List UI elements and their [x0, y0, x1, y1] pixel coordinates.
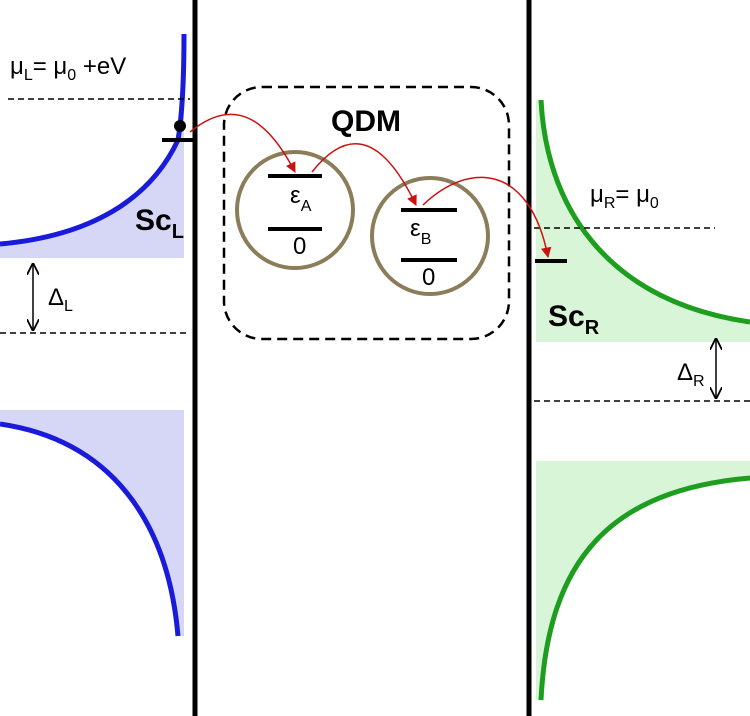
tunnel-arrow-lead-to-a [189, 113, 296, 173]
left-chemical-potential-label: μL= μ0 +eV [10, 53, 126, 84]
left-superconductor [0, 33, 187, 637]
qdm-label: QDM [331, 105, 401, 138]
dot-b: εB 0 [370, 176, 490, 296]
right-upper-dos-curve [538, 99, 750, 325]
electron-dot [174, 120, 186, 132]
tunnel-arrow-b-to-lead [422, 176, 552, 259]
right-upper-dos-fill [536, 100, 750, 342]
left-upper-dos-fill [0, 34, 184, 258]
right-superconductor [536, 99, 750, 701]
left-superconductor-label: ScL [135, 204, 184, 243]
dot-a: εA 0 [235, 150, 355, 270]
dot-b-level-label: εB [410, 215, 431, 248]
dot-a-level-label: εA [290, 182, 312, 215]
dot-b-circle [370, 176, 490, 296]
left-gap-label: ΔL [48, 284, 73, 315]
right-gap-label: ΔR [677, 359, 705, 390]
right-lower-dos-curve [538, 475, 750, 701]
dot-a-circle [235, 150, 355, 270]
right-lower-dos-fill [536, 461, 750, 700]
dot-a-zero-label: 0 [293, 233, 306, 260]
right-superconductor-label: ScR [548, 300, 600, 339]
left-upper-dos-curve [0, 33, 187, 247]
tunnel-arrow-a-to-b [311, 142, 417, 206]
left-lower-dos-curve [0, 421, 181, 637]
right-chemical-potential-label: μR= μ0 [590, 181, 659, 212]
left-lower-dos-fill [0, 410, 184, 636]
dot-b-zero-label: 0 [422, 264, 435, 291]
qdm-box [222, 85, 511, 341]
